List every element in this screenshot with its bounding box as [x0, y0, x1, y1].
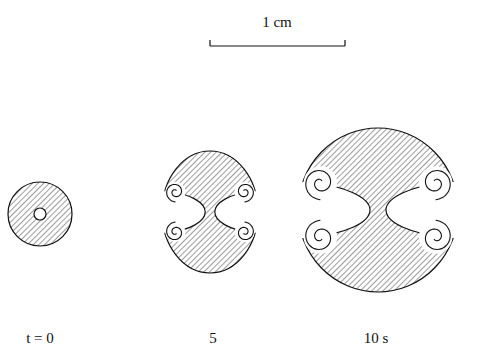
curl-core — [304, 166, 338, 200]
spiral-curl — [425, 220, 450, 249]
curl-core — [419, 220, 453, 254]
curl-core — [304, 220, 338, 254]
spiral-curl — [167, 222, 182, 240]
spiral-curl — [306, 220, 331, 249]
time-label: t = 0 — [26, 330, 54, 347]
curl-core — [165, 182, 185, 202]
spiral-curl — [238, 222, 253, 240]
ring-5s — [148, 151, 273, 273]
ring-10s — [274, 128, 482, 292]
spiral-curl — [425, 171, 450, 200]
curl-core — [234, 182, 254, 202]
scale-bar — [210, 40, 345, 46]
time-label: 10 s — [364, 330, 389, 347]
time-label: 5 — [209, 330, 217, 347]
spiral-curl — [167, 184, 182, 202]
spiral-curl — [306, 171, 331, 200]
curl-core — [165, 222, 185, 242]
ring-initial — [8, 182, 72, 246]
spiral-curl — [238, 184, 253, 202]
curl-core — [419, 166, 453, 200]
scale-label: 1 cm — [262, 14, 292, 31]
curl-core — [234, 222, 254, 242]
